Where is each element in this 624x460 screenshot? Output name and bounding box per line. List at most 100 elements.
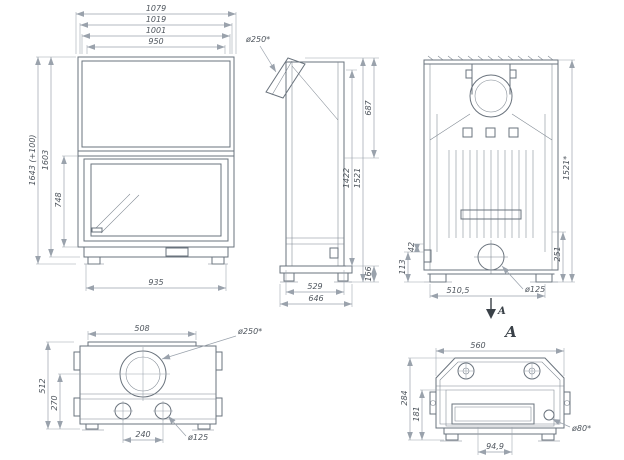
- outlet-leader-line: [501, 265, 524, 290]
- rear-body-linework: [423, 55, 559, 283]
- front-legs: [87, 256, 225, 265]
- dim-bottom-width-pocket: 94,9: [486, 442, 504, 451]
- section-arrow-label: A: [497, 306, 506, 317]
- dim-top-depth-overall: 512: [38, 378, 47, 393]
- dim-side-height-body: 1422: [342, 168, 351, 188]
- front-view: 1079 1019 1001 950 1643 (+100) 1603 748 …: [28, 4, 237, 291]
- rear-cross-bar: [460, 209, 522, 220]
- section-arrow-head: [486, 309, 496, 319]
- side-view: ø250* 1422 1521 687 166 529 646: [245, 35, 379, 307]
- bottom-tab-bolt-left: [430, 400, 436, 406]
- dim-side-depth-overall: 646: [308, 294, 323, 303]
- dim-top-outlet-diameter: ø125: [187, 433, 208, 442]
- rear-view: 1521* 251 42 113 510,5 ø125 A A: [398, 55, 575, 341]
- top-back-edge: [87, 341, 197, 347]
- rear-flue-circle-inner: [474, 79, 508, 113]
- top-extension-lines: [46, 331, 197, 443]
- dim-top-spacing-outlets: 240: [135, 430, 150, 439]
- dim-rear-outlet-diameter: ø125: [524, 285, 545, 294]
- outlet-leader-line: [167, 415, 187, 437]
- front-hood-panel: [81, 60, 231, 148]
- bottom-body-outline: [435, 357, 565, 429]
- front-glass-reflections: [95, 193, 140, 234]
- dim-rear-height-overall: 1521*: [562, 156, 571, 180]
- rear-outlet-crosshair: [474, 240, 508, 274]
- front-divider-band: [77, 150, 235, 157]
- top-flue-crosshair: [116, 347, 170, 401]
- dim-front-width-opening: 950: [148, 37, 163, 46]
- front-base-platform: [83, 246, 229, 258]
- bottom-body-inner: [436, 361, 564, 425]
- side-rear-box: [329, 247, 339, 259]
- bottom-pocket: [451, 403, 535, 425]
- dim-top-depth-front: 270: [50, 395, 59, 410]
- dim-front-width-overall: 1079: [146, 4, 166, 13]
- rear-flue-collar: [465, 63, 517, 95]
- bottom-bolt-left-crosshair: [458, 363, 474, 379]
- top-dimension-lines: [45, 331, 237, 443]
- side-body-inner-walls: [286, 62, 344, 266]
- bottom-side-tabs: [429, 391, 571, 415]
- bottom-inner-plate: [445, 389, 555, 427]
- dim-side-depth-body: 529: [307, 282, 322, 291]
- hole-leader-line: [551, 418, 571, 428]
- rear-shoulder-lines: [429, 113, 553, 141]
- dim-side-height-base: 166: [364, 266, 373, 281]
- dim-front-width-3: 1001: [146, 26, 166, 35]
- dim-front-height-firebox: 748: [54, 192, 63, 207]
- side-flue-collar-inner: [271, 60, 293, 96]
- top-view: 508 ø250* 512 270 240 ø125: [38, 324, 262, 443]
- top-body-linework: [73, 341, 223, 431]
- bottom-dimension-lines: [407, 348, 571, 455]
- dim-front-height-2: 1603: [41, 150, 50, 170]
- front-body-linework: [77, 56, 235, 265]
- dim-rear-height-lower: 251: [553, 246, 562, 261]
- dim-rear-offset-small: 42: [407, 242, 416, 252]
- side-flue-collar: [265, 57, 306, 99]
- bottom-section-view: 560 284 181 94,9 ø80*: [400, 341, 591, 455]
- dim-top-width-back: 508: [134, 324, 149, 333]
- top-feet: [85, 423, 211, 430]
- bottom-tab-bolt-right: [564, 400, 570, 406]
- bottom-hole-80: [543, 409, 555, 421]
- dim-bottom-height-overall: 284: [400, 390, 409, 405]
- bottom-body-linework: [429, 357, 571, 442]
- side-dimension-lines: [259, 45, 377, 307]
- bottom-pocket-inner: [454, 406, 532, 422]
- section-view-title: A: [503, 323, 517, 341]
- flue-leader-line: [259, 45, 277, 73]
- side-body-linework: [265, 57, 353, 283]
- bottom-extension-lines: [408, 348, 565, 455]
- front-body-outline: [77, 56, 235, 248]
- dim-side-flue-diameter: ø250*: [245, 35, 270, 44]
- top-plate-lines: [80, 393, 216, 420]
- rear-convection-ribs: [448, 150, 534, 238]
- dim-bottom-hole-diameter: ø80*: [571, 424, 591, 433]
- dim-side-height-overall: 1521: [353, 168, 362, 188]
- front-dimension-lines: [35, 11, 236, 291]
- flue-leader-line: [161, 335, 237, 360]
- front-door-frame: [83, 158, 229, 242]
- top-outlet-crosshairs: [113, 401, 173, 421]
- bottom-bolt-right-crosshair: [524, 363, 540, 379]
- rear-dimension-lines: [405, 59, 575, 299]
- dim-front-width-2: 1019: [146, 15, 166, 24]
- rear-top-hatch-ticks: [427, 55, 554, 61]
- dim-front-width-base: 935: [148, 278, 163, 287]
- rear-base: [423, 249, 555, 283]
- dim-rear-width-lower: 510,5: [447, 286, 470, 295]
- dim-bottom-height-lower: 181: [412, 406, 421, 421]
- side-base-platform: [279, 265, 353, 274]
- dim-side-height-flue-section: 687: [364, 99, 373, 115]
- section-cut-indicator: A A: [486, 298, 517, 341]
- rear-inner-walls: [429, 64, 553, 270]
- rear-body-outline: [423, 59, 559, 271]
- dim-rear-height-foot: 113: [398, 259, 407, 274]
- top-side-brackets: [73, 351, 223, 417]
- side-legs: [283, 272, 349, 282]
- front-glass: [90, 163, 222, 237]
- dim-bottom-width-top: 560: [470, 341, 485, 350]
- rear-flue-circle: [469, 74, 513, 118]
